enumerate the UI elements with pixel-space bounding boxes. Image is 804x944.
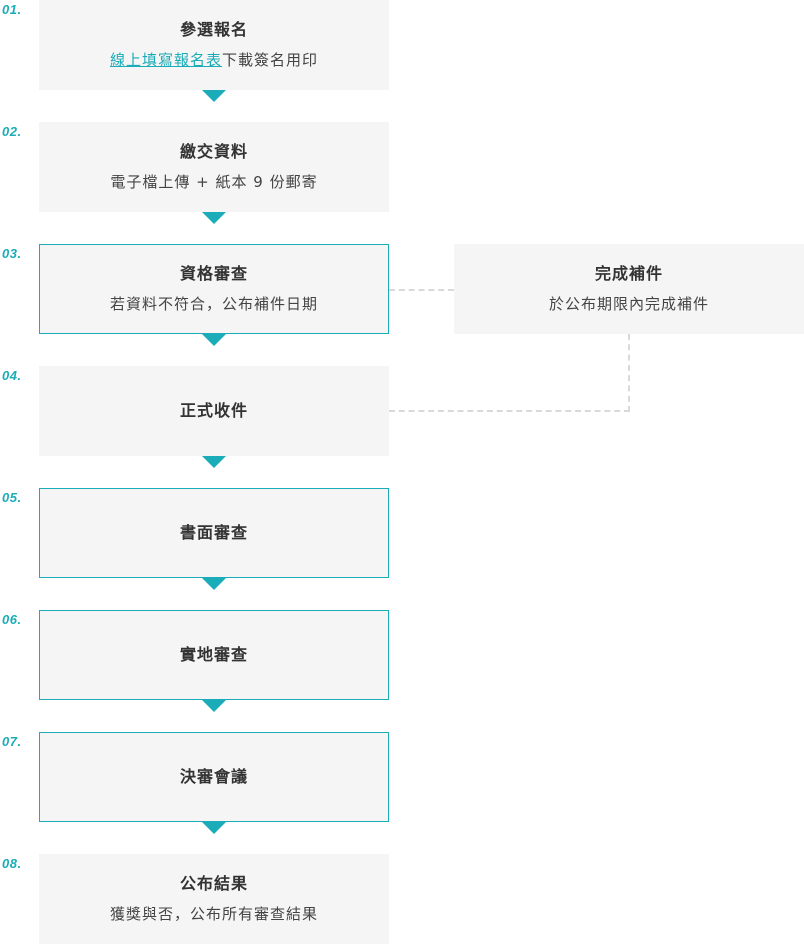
step-box-document-review: 書面審查 [39,488,389,578]
step-title: 實地審查 [179,645,248,664]
step-number: 07. [2,734,22,749]
flow-arrow-icon [202,456,226,468]
step-subtitle: 獲獎與否，公布所有審查結果 [109,905,318,923]
step-number: 08. [2,856,22,871]
step-number: 03. [2,246,22,261]
step-subtitle: 若資料不符合，公布補件日期 [109,295,318,313]
step-box-submit-documents: 繳交資料 電子檔上傳 + 紙本 9 份郵寄 [39,122,389,212]
step-subtitle: 線上填寫報名表下載簽名用印 [110,49,318,71]
step-box-site-review: 實地審查 [39,610,389,700]
connector-dashed-line [389,410,630,412]
step-number: 05. [2,490,22,505]
step-title: 公布結果 [179,874,248,893]
step-box-registration: 參選報名 線上填寫報名表下載簽名用印 [39,0,389,90]
step-subtitle-rest: 下載簽名用印 [222,51,319,69]
step-title: 正式收件 [179,401,248,420]
step-title: 資格審查 [179,264,248,283]
step-subtitle: 電子檔上傳 + 紙本 9 份郵寄 [110,173,318,191]
online-form-link[interactable]: 線上填寫報名表 [109,51,222,69]
step-title: 繳交資料 [179,142,248,161]
side-subtitle: 於公布期限內完成補件 [548,295,709,313]
step-box-final-meeting: 決審會議 [39,732,389,822]
flow-arrow-icon [202,212,226,224]
side-box-supplement-documents: 完成補件 於公布期限內完成補件 [454,244,804,334]
step-title: 決審會議 [179,767,248,786]
step-number: 01. [2,2,22,17]
step-number: 02. [2,124,22,139]
flow-arrow-icon [202,822,226,834]
flow-arrow-icon [202,700,226,712]
flow-arrow-icon [202,90,226,102]
step-title: 書面審查 [179,523,248,542]
step-title: 參選報名 [179,20,248,39]
flow-arrow-icon [202,334,226,346]
step-number: 04. [2,368,22,383]
step-box-formal-acceptance: 正式收件 [39,366,389,456]
step-box-eligibility-review: 資格審查 若資料不符合，公布補件日期 [39,244,389,334]
connector-dashed-line [628,334,630,412]
connector-dashed-line [389,289,454,291]
flow-arrow-icon [202,578,226,590]
step-box-announce-results: 公布結果 獲獎與否，公布所有審查結果 [39,854,389,944]
step-number: 06. [2,612,22,627]
side-title: 完成補件 [594,264,663,283]
